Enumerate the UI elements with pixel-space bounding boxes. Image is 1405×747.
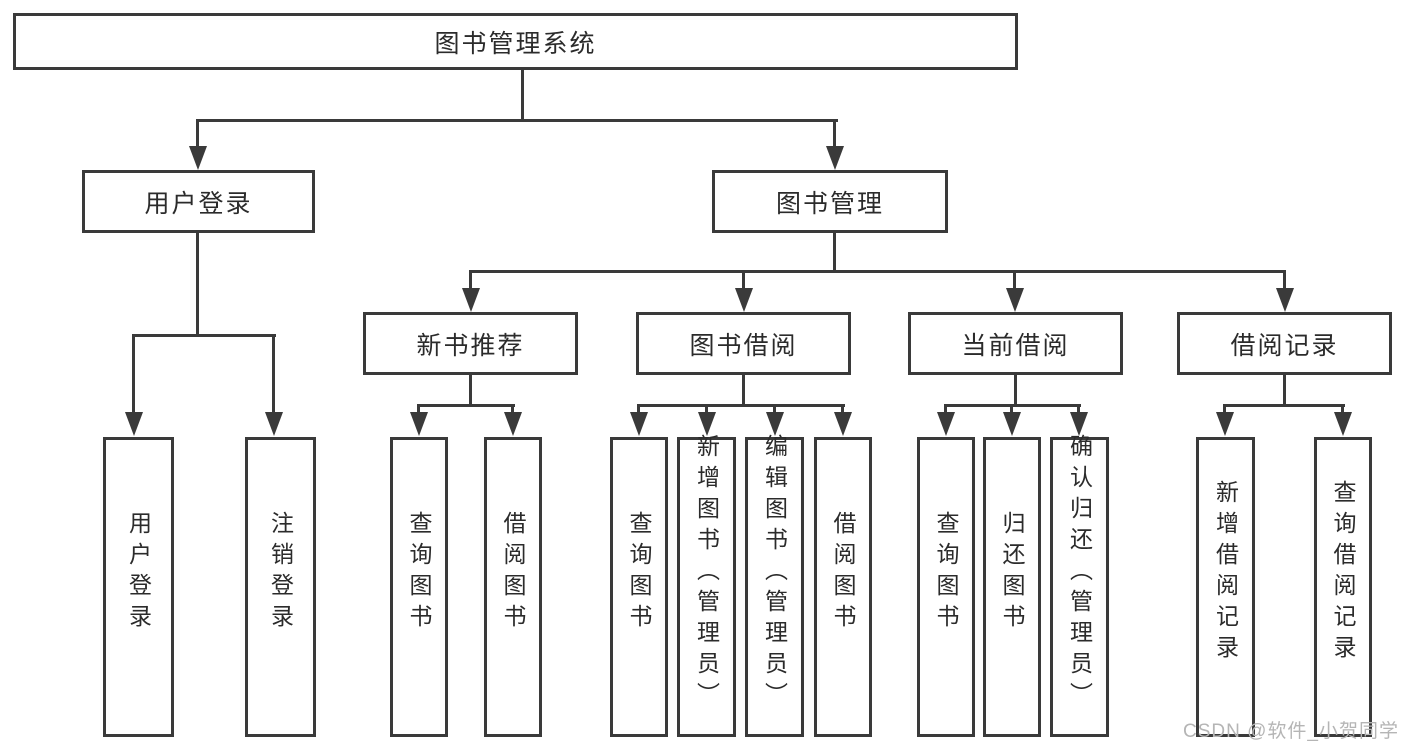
connector-rail: [637, 404, 845, 407]
connector-user-login-rail: [132, 334, 276, 337]
arrow-down-icon: [1003, 412, 1021, 436]
arrow-down-icon: [1070, 412, 1088, 436]
connector-drop: [944, 404, 947, 415]
connector-rail: [1224, 404, 1345, 407]
connector-book-management-stub: [833, 233, 836, 273]
connector-stub: [742, 375, 745, 407]
arrow-down-icon: [1334, 412, 1352, 436]
leaf-label: 编辑图书（管理员）: [761, 433, 788, 713]
leaf-query-borrow-record: 查询借阅记录: [1314, 437, 1372, 737]
connector-drop: [742, 270, 745, 291]
connector-drop: [511, 404, 514, 415]
leaf-label: 注销登录: [267, 511, 294, 635]
leaf-borrow-books: 借阅图书: [484, 437, 542, 737]
connector-drop: [833, 119, 836, 149]
leaf-label: 查询图书: [406, 511, 432, 635]
connector-drop: [705, 404, 708, 415]
node-book-management: 图书管理: [712, 170, 948, 233]
connector-stub: [469, 375, 472, 407]
connector-drop: [1013, 270, 1016, 291]
connector-rail: [418, 404, 515, 407]
leaf-query-books: 查询图书: [917, 437, 975, 737]
node-current-borrowing: 当前借阅: [908, 312, 1123, 375]
leaf-label: 借阅图书: [830, 511, 856, 635]
node-borrowing-records: 借阅记录: [1177, 312, 1392, 375]
leaf-label: 查询图书: [626, 511, 652, 635]
arrow-down-icon: [735, 288, 753, 312]
connector-level3-rail: [470, 270, 1286, 273]
arrow-down-icon: [826, 146, 844, 170]
connector-drop: [1077, 404, 1080, 415]
leaf-return-books: 归还图书: [983, 437, 1041, 737]
arrow-down-icon: [265, 412, 283, 436]
leaf-label: 确认归还（管理员）: [1066, 433, 1093, 713]
leaf-add-borrow-record: 新增借阅记录: [1196, 437, 1255, 737]
leaf-user-login: 用户登录: [103, 437, 174, 737]
arrow-down-icon: [630, 412, 648, 436]
leaf-query-books: 查询图书: [390, 437, 448, 737]
node-new-book-recommendation: 新书推荐: [363, 312, 578, 375]
arrow-down-icon: [462, 288, 480, 312]
arrow-down-icon: [937, 412, 955, 436]
connector-drop: [637, 404, 640, 415]
leaf-query-books: 查询图书: [610, 437, 668, 737]
arrow-down-icon: [125, 412, 143, 436]
arrow-down-icon: [1006, 288, 1024, 312]
connector-drop: [1341, 404, 1344, 415]
arrow-down-icon: [766, 412, 784, 436]
node-library-management-system: 图书管理系统: [13, 13, 1018, 70]
node-user-login: 用户登录: [82, 170, 315, 233]
connector-level2-rail: [196, 119, 838, 122]
connector-drop: [469, 270, 472, 291]
watermark-text: CSDN @软件_小贺同学: [1183, 721, 1399, 742]
node-book-borrowing: 图书借阅: [636, 312, 851, 375]
leaf-label: 用户登录: [125, 511, 152, 635]
arrow-down-icon: [1216, 412, 1234, 436]
leaf-confirm-return-admin: 确认归还（管理员）: [1050, 433, 1109, 737]
leaf-add-books-admin: 新增图书（管理员）: [677, 433, 736, 737]
connector-stub: [1014, 375, 1017, 407]
connector-stub: [1283, 375, 1286, 407]
connector-user-login-stub: [196, 233, 199, 336]
leaf-label: 新增图书（管理员）: [693, 433, 720, 713]
arrow-down-icon: [504, 412, 522, 436]
leaf-label: 查询图书: [933, 511, 959, 635]
leaf-label: 查询借阅记录: [1330, 480, 1356, 666]
connector-root-stub: [521, 70, 524, 121]
arrow-down-icon: [834, 412, 852, 436]
connector-drop: [417, 404, 420, 415]
connector-drop: [773, 404, 776, 415]
connector-drop: [1010, 404, 1013, 415]
connector-drop: [1283, 270, 1286, 291]
arrow-down-icon: [189, 146, 207, 170]
leaf-label: 借阅图书: [500, 511, 526, 635]
connector-drop: [272, 334, 275, 414]
arrow-down-icon: [698, 412, 716, 436]
leaf-label: 归还图书: [999, 511, 1025, 635]
leaf-logout: 注销登录: [245, 437, 316, 737]
connector-drop: [841, 404, 844, 415]
leaf-edit-books-admin: 编辑图书（管理员）: [745, 433, 804, 737]
connector-drop: [196, 119, 199, 149]
arrow-down-icon: [410, 412, 428, 436]
leaf-label: 新增借阅记录: [1212, 480, 1239, 666]
arrow-down-icon: [1276, 288, 1294, 312]
connector-drop: [1223, 404, 1226, 415]
connector-drop: [132, 334, 135, 414]
leaf-borrow-books: 借阅图书: [814, 437, 872, 737]
